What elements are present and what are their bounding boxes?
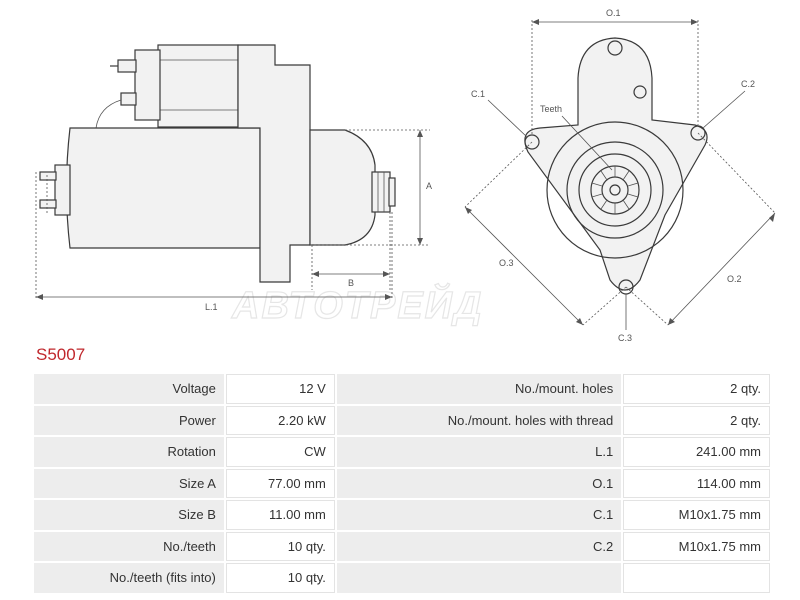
spec-label-2: No./mount. holes with thread (336, 405, 622, 435)
spec-label-2: O.1 (336, 468, 622, 498)
spec-label: No./teeth (34, 531, 224, 561)
dim-o3-label: O.3 (499, 258, 514, 268)
spec-label-2: L.1 (336, 437, 622, 467)
spec-label-2 (336, 563, 622, 593)
drive-housing (237, 44, 311, 283)
spec-value-2: 241.00 mm (623, 437, 770, 467)
spec-value: 12 V (225, 374, 335, 404)
spec-value: 2.20 kW (225, 405, 335, 435)
mount-hole-c1 (524, 134, 540, 150)
spec-label-2: C.1 (336, 500, 622, 530)
spec-label: No./teeth (fits into) (34, 563, 224, 593)
pinion-teeth (591, 166, 639, 214)
c3-label: C.3 (618, 333, 632, 343)
spec-label: Size B (34, 500, 224, 530)
technical-drawing: АВТОТРЕЙД A (35, 8, 776, 343)
spec-value-2: 2 qty. (623, 405, 770, 435)
pinion (371, 171, 391, 213)
spec-label: Size A (34, 468, 224, 498)
spec-value: 77.00 mm (225, 468, 335, 498)
teeth-label: Teeth (540, 104, 562, 114)
spec-value: CW (225, 437, 335, 467)
housing-ring-outer (546, 121, 684, 259)
housing-ring-middle (566, 141, 664, 239)
c2-label: C.2 (741, 79, 755, 89)
end-cap (54, 164, 71, 216)
c1-label: C.1 (471, 89, 485, 99)
spec-label: Voltage (34, 374, 224, 404)
front-view: Teeth O.1 O.2 O.3 C.1 C.2 C.3 (464, 8, 776, 343)
mounting-flange (524, 37, 708, 291)
dim-b-label: B (348, 278, 354, 288)
watermark: АВТОТРЕЙД (231, 282, 483, 327)
spec-value: 11.00 mm (225, 500, 335, 530)
spec-value: 10 qty. (225, 563, 335, 593)
spec-value-2: M10x1.75 mm (623, 500, 770, 530)
spec-value-2: 114.00 mm (623, 468, 770, 498)
terminal-top (117, 59, 137, 73)
motor-body (65, 127, 261, 249)
terminal-bottom (120, 92, 137, 106)
top-hole (607, 40, 623, 56)
solenoid-cap (134, 49, 161, 121)
spec-value-2: M10x1.75 mm (623, 531, 770, 561)
dim-a-label: A (426, 181, 432, 191)
spec-value-2: 2 qty. (623, 374, 770, 404)
side-hole (633, 85, 647, 99)
spec-label: Power (34, 405, 224, 435)
solenoid (157, 44, 239, 128)
spec-label-2: No./mount. holes (336, 374, 622, 404)
dim-l1-label: L.1 (205, 302, 218, 312)
spec-value-2 (623, 563, 770, 593)
dim-o2-label: O.2 (727, 274, 742, 284)
dim-o1-label: O.1 (606, 8, 621, 18)
spec-row: No./teeth (fits into)10 qty. (34, 563, 770, 593)
spec-label: Rotation (34, 437, 224, 467)
nose-housing (309, 129, 376, 246)
spec-label-2: C.2 (336, 531, 622, 561)
spec-value: 10 qty. (225, 531, 335, 561)
part-number: S5007 (36, 345, 86, 364)
side-view: A B L.1 (35, 44, 432, 312)
